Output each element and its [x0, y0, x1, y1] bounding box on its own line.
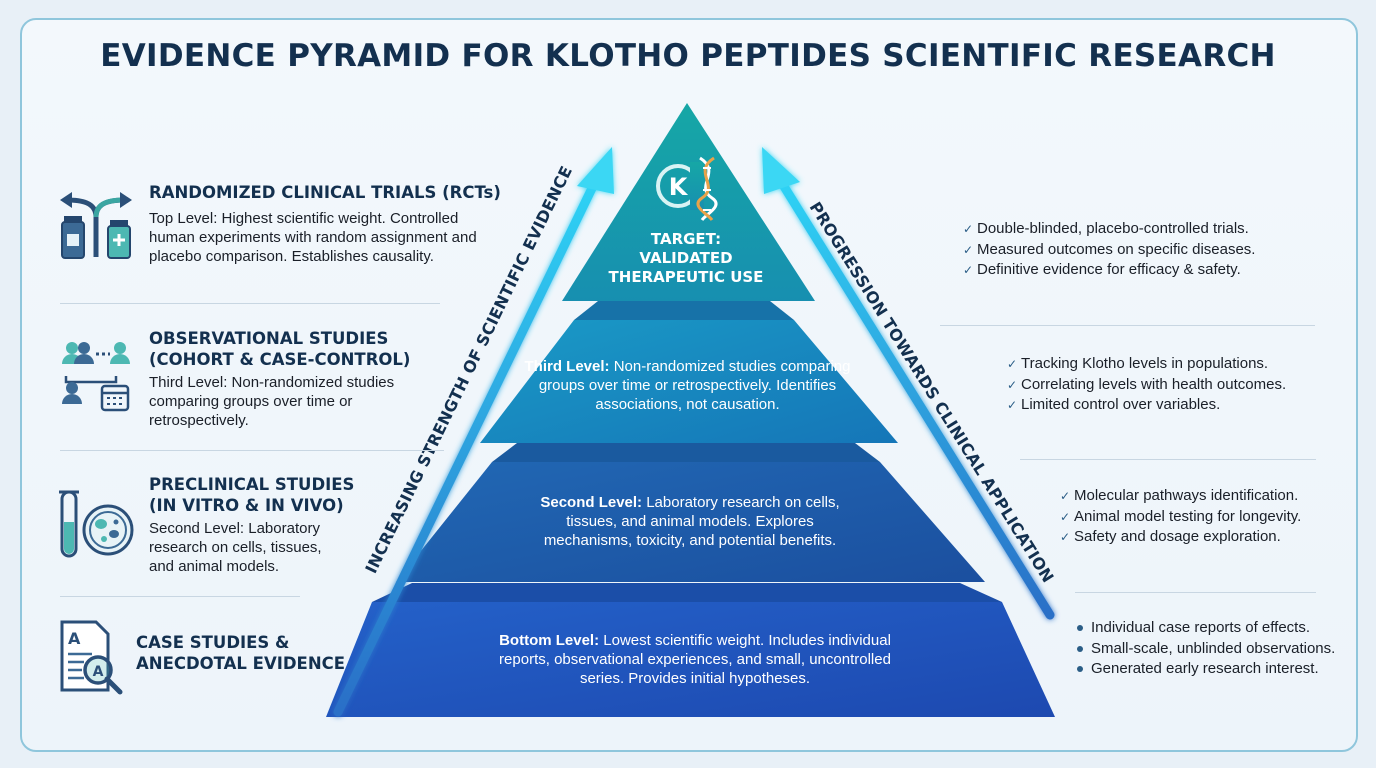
check-icon: ✓	[963, 242, 974, 257]
right-list-case-studies: Individual case reports of effects. Smal…	[1074, 618, 1335, 680]
second-tier-text: Second Level: Laboratory research on cel…	[530, 493, 850, 550]
second-tier-lip	[492, 443, 880, 462]
separator	[60, 450, 444, 451]
svg-text:A: A	[93, 664, 104, 680]
check-icon: ✓	[963, 222, 974, 236]
check-icon: ✓	[1007, 377, 1018, 392]
bullet-icon	[1077, 625, 1083, 632]
case-studies-heading: CASE STUDIES & ANECDOTAL EVIDENCE	[136, 633, 346, 673]
third-tier-text: Third Level: Non-randomized studies comp…	[520, 357, 855, 414]
top-tier-label: TARGET: VALIDATED THERAPEUTIC USE	[608, 230, 764, 286]
clinical-progression-arrow	[762, 147, 1055, 620]
pyramid-second-tier	[396, 462, 985, 582]
list-item: ✓Double-blinded, placebo-controlled tria…	[963, 219, 1255, 240]
page-title: EVIDENCE PYRAMID FOR KLOTHO PEPTIDES SCI…	[100, 38, 1276, 74]
preclinical-body: Second Level: Laboratory research on cel…	[149, 520, 322, 575]
separator	[60, 303, 440, 304]
bottom-tier-lip	[372, 583, 1002, 602]
list-item: ✓Definitive evidence for efficacy & safe…	[963, 260, 1255, 281]
list-item: Generated early research interest.	[1074, 659, 1335, 680]
third-tier-bold: Third Level:	[524, 358, 610, 375]
third-tier-lip	[574, 301, 794, 320]
check-icon: ✓	[1007, 357, 1018, 371]
separator	[1075, 592, 1316, 593]
klotho-dna-logo-icon: K	[656, 156, 718, 221]
list-item: ✓Molecular pathways identification.	[1060, 486, 1301, 507]
check-icon: ✓	[963, 263, 974, 277]
preclinical-heading: PRECLINICAL STUDIES (IN VITRO & IN VIVO)	[149, 475, 355, 515]
bullet-icon	[1077, 645, 1083, 652]
increasing-strength-arrow	[333, 147, 614, 717]
case-study-icon: A A	[60, 620, 123, 695]
klotho-logo-letter: K	[669, 173, 689, 201]
bottom-tier-body: Lowest scientific weight. Includes indiv…	[499, 632, 891, 687]
check-icon: ✓	[1060, 489, 1071, 503]
separator	[60, 596, 300, 597]
second-tier-bold: Second Level:	[540, 494, 643, 511]
list-item: ✓Correlating levels with health outcomes…	[1007, 375, 1286, 396]
check-icon: ✓	[1007, 398, 1018, 412]
observational-body: Third Level: Non-randomized studies comp…	[149, 374, 395, 429]
right-list-rct: ✓Double-blinded, placebo-controlled tria…	[963, 219, 1255, 281]
third-tier-body: Non-randomized studies comparing groups …	[538, 358, 851, 413]
bottom-tier-text: Bottom Level: Lowest scientific weight. …	[485, 631, 905, 688]
svg-text:A: A	[68, 629, 81, 648]
list-item: ✓Animal model testing for longevity.	[1060, 507, 1301, 528]
pyramid-bottom-tier	[326, 602, 1055, 717]
rct-icon	[60, 192, 132, 259]
separator	[940, 325, 1315, 326]
separator	[1020, 459, 1316, 460]
list-item: Small-scale, unblinded observations.	[1074, 639, 1335, 660]
list-item: ✓Safety and dosage exploration.	[1060, 527, 1301, 548]
list-item: ✓Limited control over variables.	[1007, 395, 1286, 416]
bottom-tier-bold: Bottom Level:	[499, 632, 600, 649]
rct-heading: RANDOMIZED CLINICAL TRIALS (RCTs)	[149, 183, 501, 202]
bullet-icon	[1077, 666, 1083, 673]
list-item: ✓Tracking Klotho levels in populations.	[1007, 354, 1286, 375]
rct-body: Top Level: Highest scientific weight. Co…	[149, 210, 477, 265]
right-list-preclinical: ✓Molecular pathways identification. ✓Ani…	[1060, 486, 1301, 548]
observational-heading: OBSERVATIONAL STUDIES (COHORT & CASE-CON…	[149, 329, 411, 369]
preclinical-icon	[59, 490, 134, 558]
observational-icon	[62, 342, 130, 412]
pyramid-third-tier	[480, 320, 898, 443]
check-icon: ✓	[1060, 530, 1071, 544]
second-tier-body: Laboratory research on cells, tissues, a…	[543, 494, 840, 549]
check-icon: ✓	[1060, 509, 1071, 524]
list-item: Individual case reports of effects.	[1074, 618, 1335, 639]
list-item: ✓Measured outcomes on specific diseases.	[963, 240, 1255, 261]
right-list-observational: ✓Tracking Klotho levels in populations. …	[1007, 354, 1286, 416]
